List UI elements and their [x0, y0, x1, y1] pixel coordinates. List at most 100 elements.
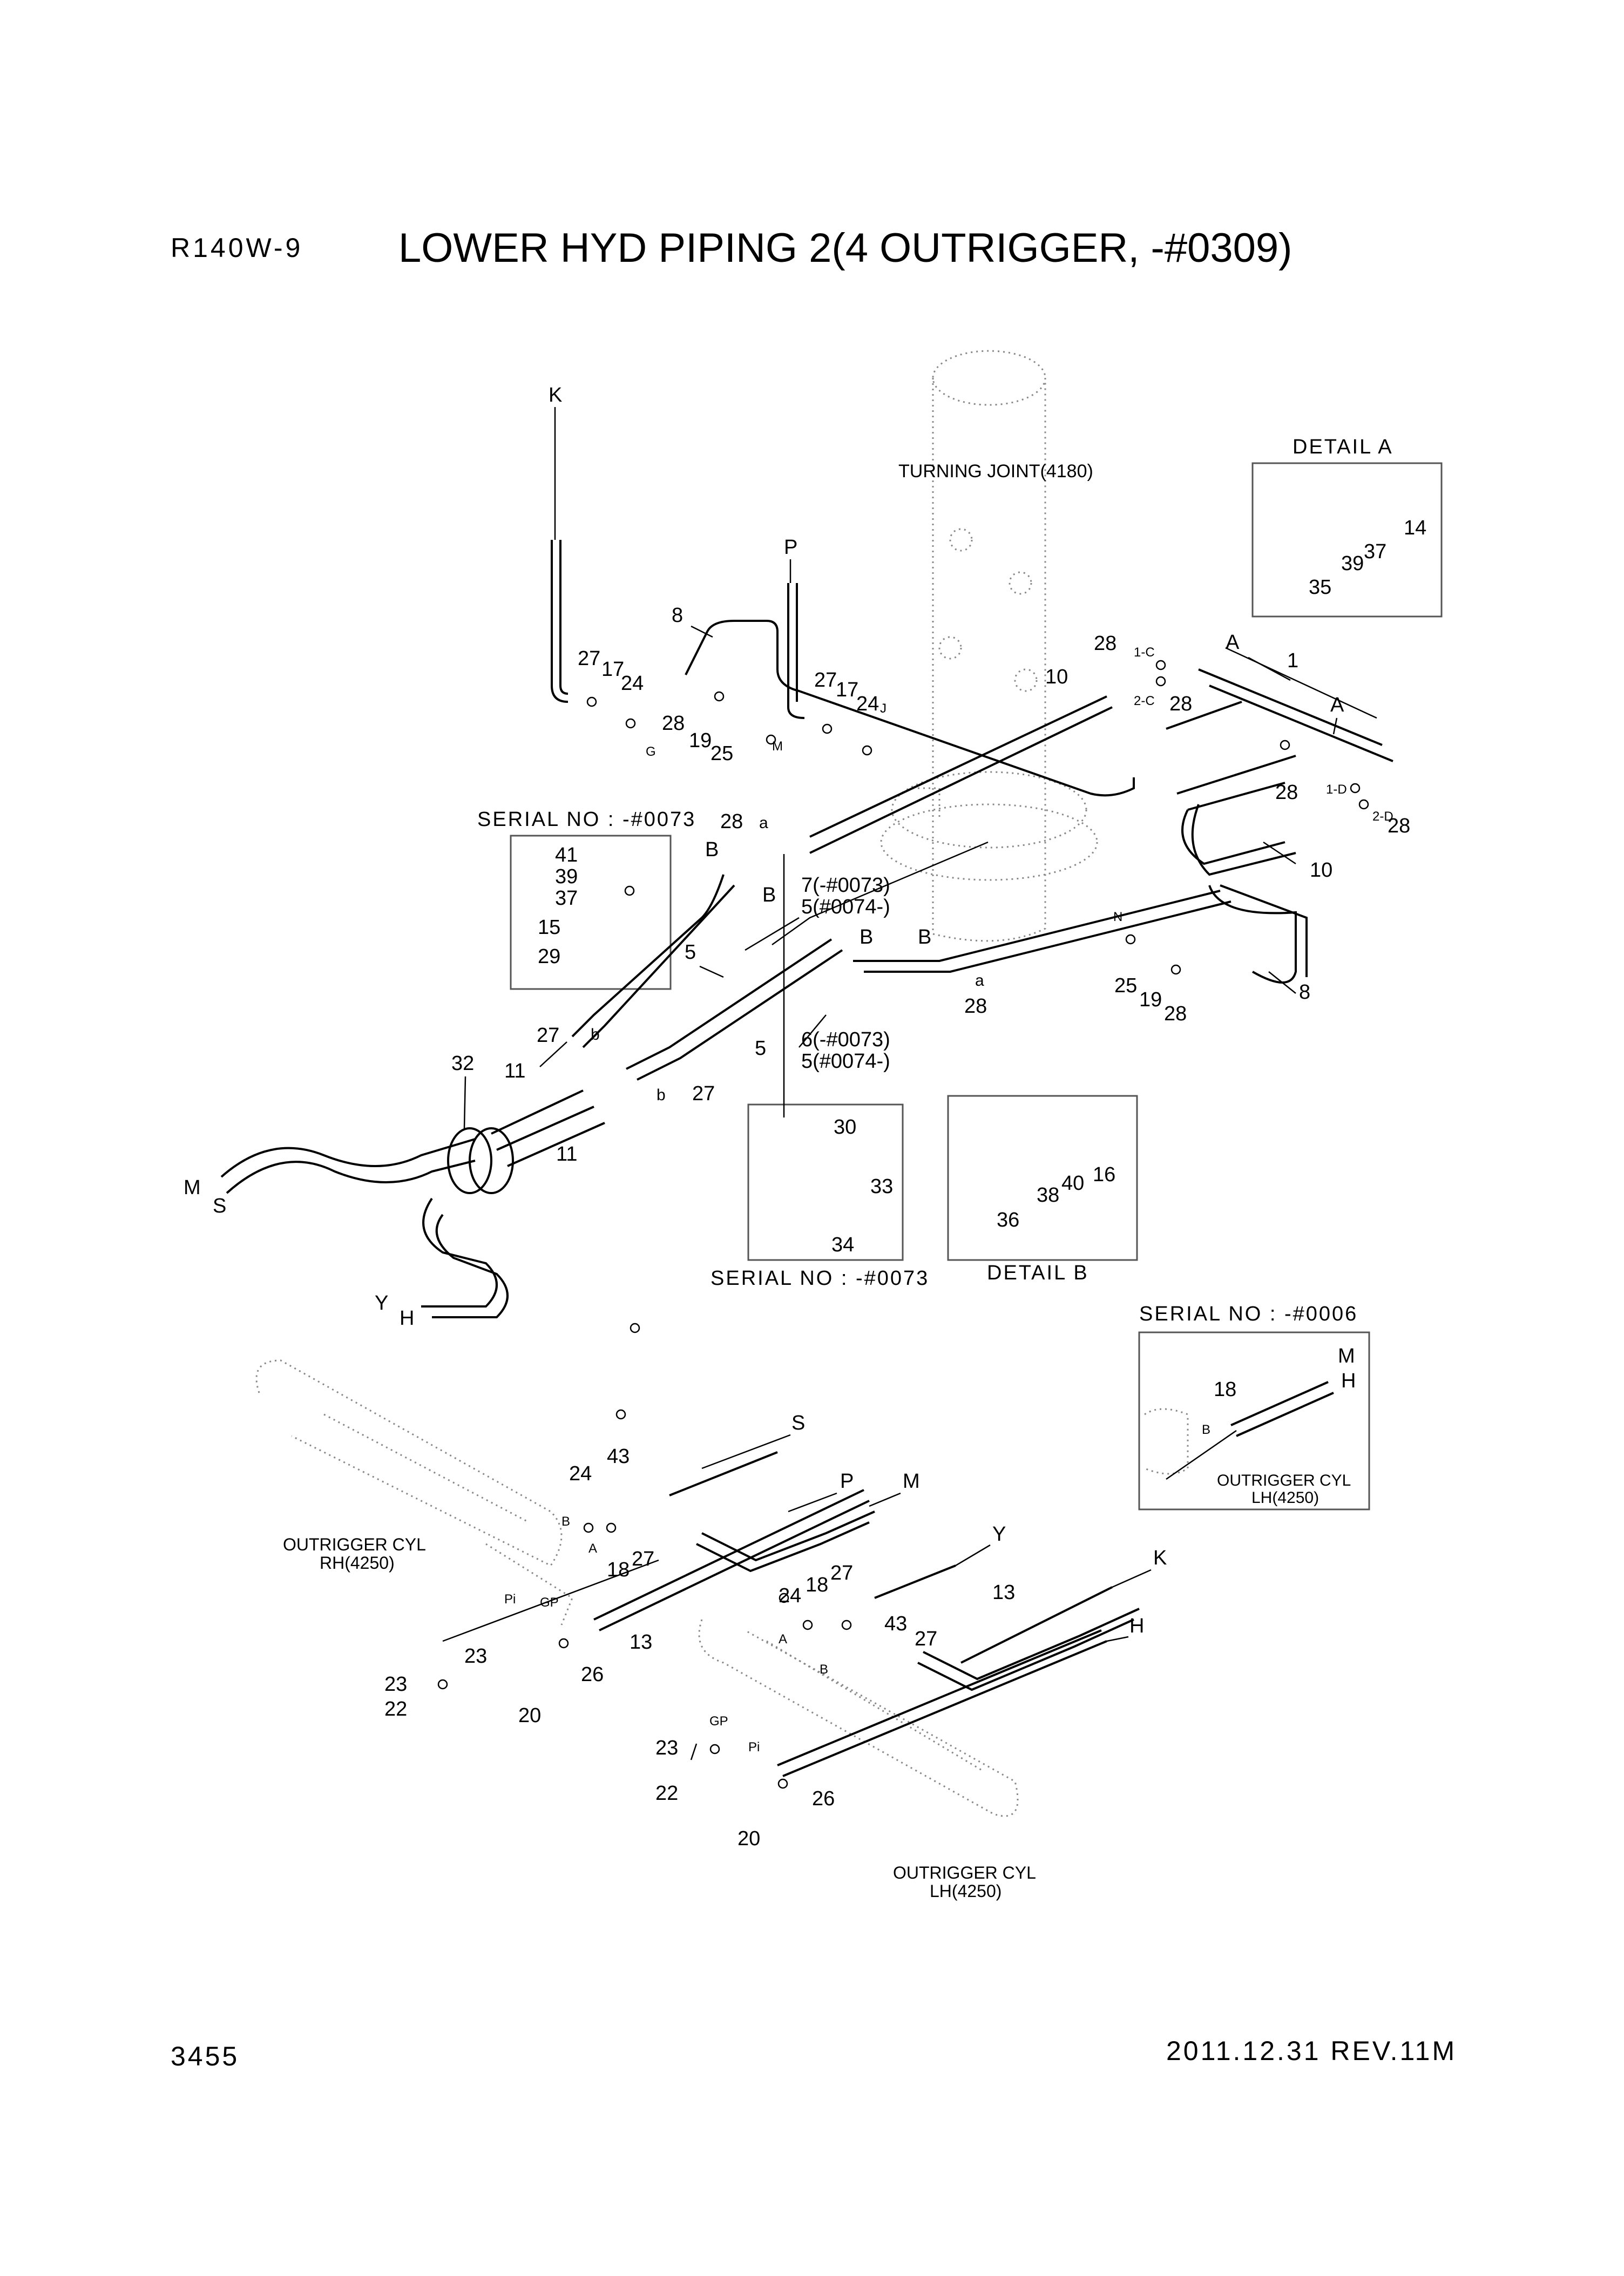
callout: K — [1153, 1547, 1167, 1569]
callout: 24 — [779, 1584, 801, 1607]
cyl-lh-label-1: OUTRIGGER CYL — [893, 1863, 1036, 1882]
callout: 2-D — [1372, 809, 1393, 824]
callout: S — [213, 1195, 226, 1217]
callout: 18 — [607, 1559, 630, 1581]
callout: 43 — [884, 1613, 907, 1635]
callout: P — [784, 536, 797, 559]
callout: 18 — [806, 1574, 828, 1596]
callout: 27 — [915, 1628, 937, 1650]
callout: N — [1113, 910, 1122, 924]
callout: 22 — [384, 1698, 407, 1720]
callout: M — [1338, 1345, 1355, 1367]
callout: 27 — [692, 1082, 715, 1105]
serial-right-frame — [1138, 1331, 1370, 1510]
detail-b-frame — [947, 1095, 1138, 1261]
callout: 28 — [1388, 815, 1410, 837]
model-number: R140W-9 — [171, 233, 303, 263]
callout: 5(#0074-) — [801, 1050, 890, 1073]
callout: M — [903, 1470, 920, 1493]
callout: 28 — [720, 810, 743, 833]
callout-group: K P 8 27 17 24 28 19 25 27 17 24 G M J 1… — [184, 384, 1426, 1850]
callout: 28 — [1275, 781, 1298, 804]
callout: 24 — [856, 693, 879, 715]
callout: 35 — [1309, 576, 1331, 599]
callout: J — [880, 701, 887, 716]
callout: b — [657, 1086, 666, 1104]
mid-piping — [571, 841, 1231, 1081]
callout: 20 — [737, 1827, 760, 1850]
callout: 34 — [831, 1234, 854, 1256]
callout: M — [184, 1176, 201, 1199]
callout: 43 — [607, 1445, 630, 1468]
callout: 16 — [1093, 1163, 1115, 1186]
callout: 25 — [710, 742, 733, 765]
callout: B — [918, 926, 931, 949]
lower-piping — [442, 1451, 1140, 1777]
callout: 27 — [578, 647, 600, 670]
callout: 15 — [538, 916, 560, 939]
callout: B — [561, 1514, 570, 1529]
callout: 40 — [1061, 1172, 1084, 1195]
callout: 23 — [384, 1673, 407, 1696]
callout: 30 — [834, 1116, 856, 1139]
callout: H — [1341, 1370, 1356, 1392]
page-title: LOWER HYD PIPING 2(4 OUTRIGGER, -#0309) — [398, 225, 1293, 271]
callout: G — [646, 744, 656, 759]
callout: 17 — [601, 658, 624, 681]
callout: 28 — [1094, 632, 1116, 655]
detail-b-title: DETAIL B — [987, 1262, 1089, 1284]
callout: 14 — [1404, 517, 1426, 539]
callout: b — [591, 1026, 600, 1044]
callout: 41 — [555, 844, 578, 866]
callout: 25 — [1114, 974, 1137, 997]
cyl-rh-label-2: RH(4250) — [320, 1553, 395, 1573]
callout: 27 — [814, 669, 837, 692]
detail-a-frame — [1251, 462, 1443, 618]
serial-right-cylinder — [1144, 1381, 1334, 1480]
page-number: 3455 — [171, 2041, 240, 2071]
callout: 1 — [1287, 649, 1298, 672]
callout: 28 — [1164, 1002, 1187, 1025]
callout: 7(-#0073) — [801, 874, 890, 897]
callout: 27 — [537, 1024, 559, 1047]
outrigger-cyl-rh — [255, 1359, 573, 1625]
callout: S — [791, 1412, 805, 1434]
callout: 37 — [555, 887, 578, 910]
turning-joint — [880, 350, 1098, 942]
detail-cyl-label-2: LH(4250) — [1251, 1489, 1319, 1507]
callout: 11 — [556, 1143, 577, 1166]
serial-left-title: SERIAL NO : -#0073 — [477, 808, 696, 831]
serial-right-title: SERIAL NO : -#0006 — [1139, 1303, 1358, 1325]
callout: 1-D — [1326, 782, 1347, 797]
callout: 1-C — [1134, 645, 1155, 660]
callout: Y — [992, 1523, 1006, 1546]
detail-cyl-label-1: OUTRIGGER CYL — [1217, 1472, 1351, 1489]
callout: A — [779, 1632, 787, 1647]
callout: 13 — [630, 1631, 652, 1654]
callout: 29 — [538, 945, 560, 968]
callout: 6(-#0073) — [801, 1028, 890, 1051]
callout: A — [588, 1541, 597, 1556]
callout: 27 — [830, 1562, 853, 1584]
callout: a — [975, 972, 984, 990]
callout: 5 — [685, 941, 696, 964]
callout: 32 — [451, 1052, 474, 1075]
callout: 20 — [518, 1704, 541, 1727]
callout: 23 — [464, 1645, 487, 1668]
callout: 37 — [1364, 540, 1386, 563]
callout: 27 — [632, 1548, 654, 1570]
callout: B — [820, 1662, 828, 1677]
callout: GP — [540, 1595, 559, 1610]
callout: 24 — [621, 672, 644, 695]
serial-bracket-title: SERIAL NO : -#0073 — [710, 1267, 929, 1290]
callout: B — [1202, 1422, 1210, 1437]
revision-date: 2011.12.31 REV.11M — [1166, 2036, 1457, 2066]
fittings — [437, 660, 1369, 1789]
callout: 28 — [964, 995, 987, 1018]
callout: M — [772, 739, 783, 754]
callout: B — [705, 838, 719, 861]
callout: 19 — [689, 729, 712, 752]
callout: 8 — [1299, 981, 1310, 1004]
callout: Pi — [748, 1740, 760, 1755]
callout: 5(#0074-) — [801, 896, 890, 918]
